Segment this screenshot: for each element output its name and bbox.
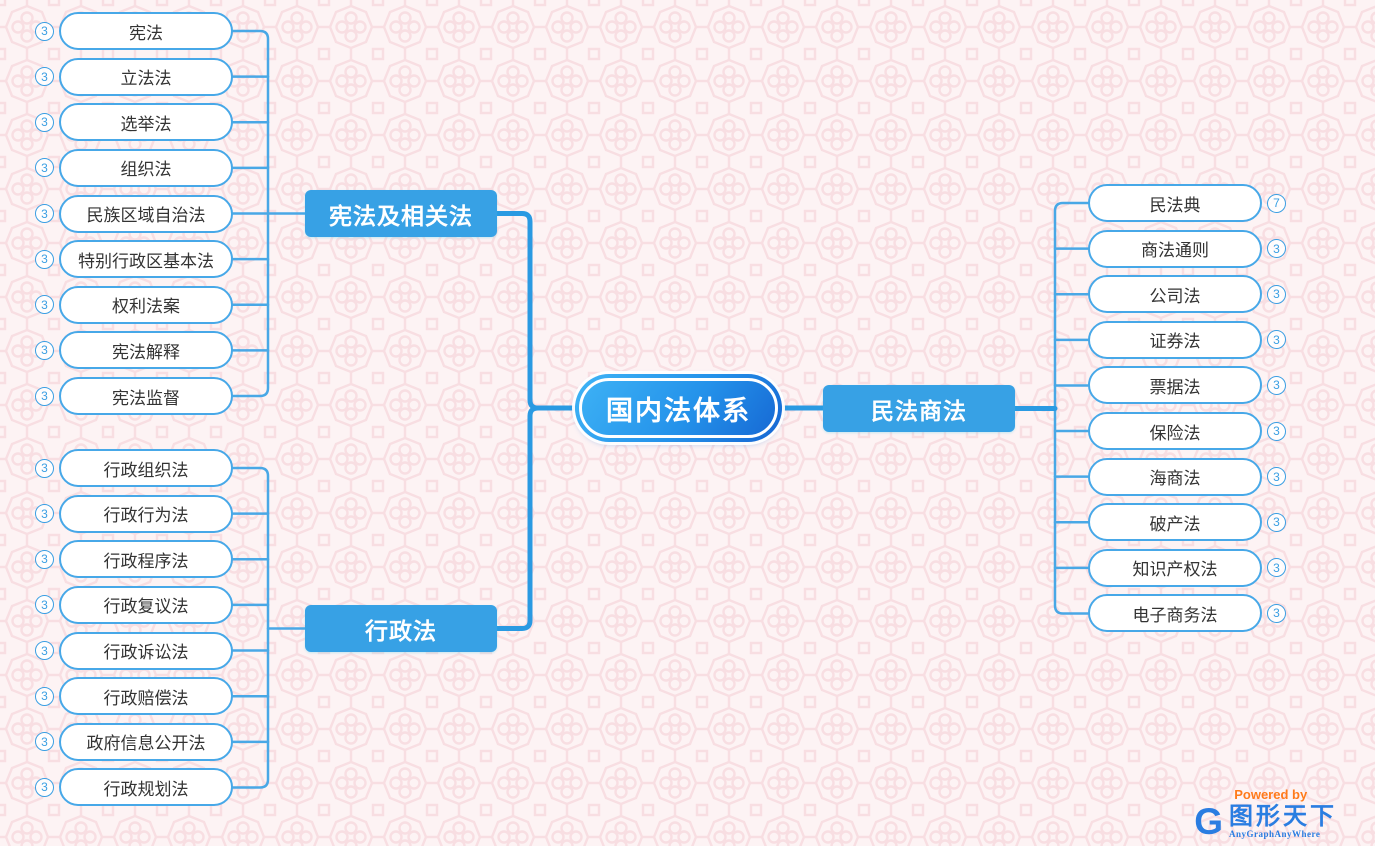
- branch-node-administrative-law[interactable]: 行政法: [305, 605, 497, 652]
- count-badge[interactable]: 3: [35, 777, 54, 797]
- leaf-node-row: 证券法 3: [1088, 320, 1286, 359]
- leaf-node[interactable]: 票据法: [1088, 366, 1262, 405]
- leaf-node[interactable]: 选举法: [59, 103, 233, 142]
- leaf-node[interactable]: 行政行为法: [59, 494, 233, 533]
- leaf-node[interactable]: 宪法: [59, 12, 233, 50]
- leaf-node[interactable]: 宪法解释: [59, 331, 233, 370]
- leaf-node[interactable]: 组织法: [59, 148, 233, 187]
- leaf-node-row: 知识产权法 3: [1088, 548, 1286, 587]
- leaf-node-row: 3 特别行政区基本法: [35, 240, 233, 279]
- leaf-node-row: 3 行政程序法: [35, 540, 233, 579]
- leaf-node-row: 3 行政赔偿法: [35, 677, 233, 716]
- count-badge[interactable]: 3: [35, 504, 54, 524]
- leaf-node[interactable]: 证券法: [1088, 320, 1262, 359]
- brand-subtitle: AnyGraphAnyWhere: [1229, 829, 1321, 839]
- leaf-node-row: 3 民族区域自治法: [35, 194, 233, 233]
- count-badge[interactable]: 3: [35, 732, 54, 752]
- count-badge[interactable]: 3: [35, 249, 54, 269]
- leaf-node[interactable]: 行政程序法: [59, 540, 233, 579]
- leaf-node-row: 3 行政行为法: [35, 494, 233, 533]
- count-badge[interactable]: 3: [1267, 239, 1286, 259]
- leaf-node[interactable]: 海商法: [1088, 457, 1262, 496]
- center-topic-label: 国内法体系: [606, 395, 751, 426]
- leaf-node[interactable]: 民族区域自治法: [59, 194, 233, 233]
- leaf-node[interactable]: 特别行政区基本法: [59, 240, 233, 279]
- leaf-node[interactable]: 行政赔偿法: [59, 677, 233, 716]
- leaf-node-row: 3 行政复议法: [35, 585, 233, 624]
- leaf-node-row: 商法通则 3: [1088, 229, 1286, 268]
- leaf-node-row: 3 行政诉讼法: [35, 631, 233, 670]
- count-badge[interactable]: 3: [1267, 558, 1286, 578]
- leaf-node-row: 3 权利法案: [35, 285, 233, 324]
- brand-name: 图形天下: [1229, 803, 1337, 830]
- leaf-node-row: 电子商务法 3: [1088, 594, 1286, 633]
- count-badge[interactable]: 3: [35, 549, 54, 569]
- count-badge[interactable]: 3: [35, 340, 54, 360]
- count-badge[interactable]: 3: [35, 386, 54, 406]
- count-badge[interactable]: 3: [35, 21, 54, 41]
- count-badge[interactable]: 3: [35, 295, 54, 315]
- branch-node-constitution[interactable]: 宪法及相关法: [305, 190, 497, 237]
- leaf-node-row: 保险法 3: [1088, 412, 1286, 451]
- leaf-node[interactable]: 政府信息公开法: [59, 722, 233, 761]
- count-badge[interactable]: 7: [1267, 193, 1286, 213]
- count-badge[interactable]: 3: [35, 112, 54, 132]
- count-badge[interactable]: 3: [35, 641, 54, 661]
- leaf-node[interactable]: 保险法: [1088, 412, 1262, 451]
- leaf-node[interactable]: 知识产权法: [1088, 548, 1262, 587]
- leaf-node[interactable]: 立法法: [59, 57, 233, 96]
- count-badge[interactable]: 3: [35, 67, 54, 87]
- count-badge[interactable]: 3: [1267, 603, 1286, 623]
- powered-by-text: Powered by: [1234, 787, 1308, 802]
- leaf-node[interactable]: 破产法: [1088, 503, 1262, 542]
- leaf-node-row: 破产法 3: [1088, 503, 1286, 542]
- count-badge[interactable]: 3: [35, 204, 54, 223]
- watermark: Powered by G 图形天下 AnyGraphAnyWhere: [1194, 787, 1337, 840]
- leaf-node-row: 3 行政组织法: [35, 449, 233, 487]
- count-badge[interactable]: 3: [1267, 330, 1286, 350]
- count-badge[interactable]: 3: [35, 595, 54, 615]
- branch-label: 民法商法: [871, 397, 967, 424]
- leaf-node-row: 3 政府信息公开法: [35, 722, 233, 761]
- count-badge[interactable]: 3: [1267, 512, 1286, 532]
- branch-node-civil-commercial-law[interactable]: 民法商法: [823, 385, 1015, 432]
- count-badge[interactable]: 3: [35, 686, 54, 706]
- leaf-node-row: 3 行政规划法: [35, 768, 233, 807]
- leaf-node[interactable]: 民法典: [1088, 184, 1262, 222]
- count-badge[interactable]: 3: [35, 458, 54, 478]
- count-badge[interactable]: 3: [35, 158, 54, 178]
- leaf-node[interactable]: 公司法: [1088, 275, 1262, 314]
- count-badge[interactable]: 3: [1267, 467, 1286, 487]
- leaf-node[interactable]: 行政规划法: [59, 768, 233, 807]
- leaf-node[interactable]: 电子商务法: [1088, 594, 1262, 633]
- leaf-node-row: 民法典 7: [1088, 184, 1286, 222]
- leaf-node-row: 公司法 3: [1088, 275, 1286, 314]
- branch-label: 行政法: [365, 617, 437, 644]
- leaf-node[interactable]: 行政复议法: [59, 585, 233, 624]
- leaf-node-row: 3 宪法监督: [35, 377, 233, 415]
- leaf-node-row: 票据法 3: [1088, 366, 1286, 405]
- leaf-node-row: 3 立法法: [35, 57, 233, 96]
- leaf-node[interactable]: 行政组织法: [59, 449, 233, 487]
- count-badge[interactable]: 3: [1267, 375, 1286, 395]
- leaf-node-row: 3 宪法: [35, 12, 233, 50]
- leaf-node[interactable]: 商法通则: [1088, 229, 1262, 268]
- leaf-node[interactable]: 行政诉讼法: [59, 631, 233, 670]
- branch-label: 宪法及相关法: [329, 202, 473, 229]
- leaf-node-row: 海商法 3: [1088, 457, 1286, 496]
- count-badge[interactable]: 3: [1267, 284, 1286, 304]
- brand-logo-icon: G: [1194, 801, 1223, 842]
- center-topic[interactable]: 国内法体系: [575, 374, 782, 442]
- leaf-node[interactable]: 宪法监督: [59, 377, 233, 415]
- leaf-node-row: 3 选举法: [35, 103, 233, 142]
- leaf-node[interactable]: 权利法案: [59, 285, 233, 324]
- leaf-node-row: 3 组织法: [35, 148, 233, 187]
- count-badge[interactable]: 3: [1267, 421, 1286, 441]
- leaf-node-row: 3 宪法解释: [35, 331, 233, 370]
